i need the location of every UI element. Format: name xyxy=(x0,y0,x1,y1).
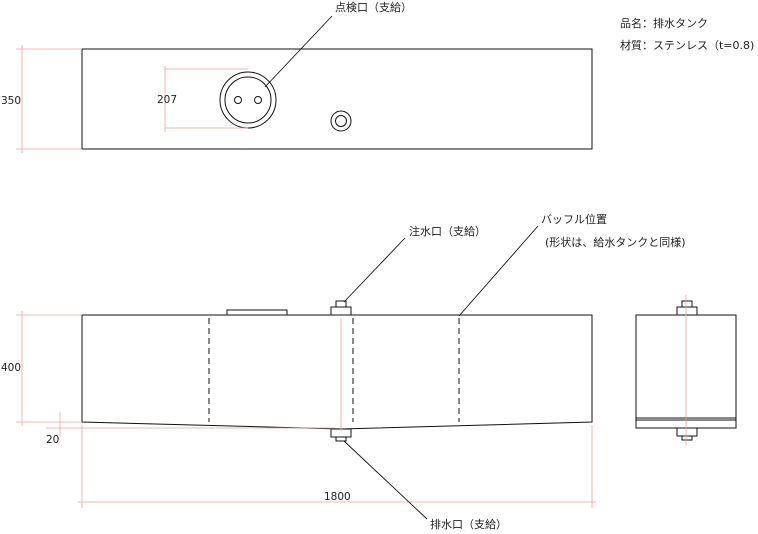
dim-side-height-label: 400 xyxy=(1,362,21,374)
inspection-port-inner xyxy=(224,76,272,124)
side-inlet-flange xyxy=(676,306,698,316)
dim-side-height: 400 xyxy=(1,311,82,426)
drain-port-label: 排水口（支給） xyxy=(430,517,507,531)
dim-top-depth: 350 xyxy=(1,45,82,153)
inspection-port-leader xyxy=(264,15,333,88)
material-text: 材質：ステンレス（t=0.8) xyxy=(620,38,754,52)
inspection-port-label: 点検口（支給） xyxy=(335,0,412,14)
inlet-nozzle-cap xyxy=(335,300,347,308)
front-view xyxy=(81,300,593,442)
inlet-port-leader xyxy=(343,237,406,303)
dim-top-depth-label: 350 xyxy=(1,95,21,107)
side-inlet-cap xyxy=(681,300,693,308)
dim-overall-length: 1800 xyxy=(78,425,596,508)
drain-nozzle-cap xyxy=(335,436,347,442)
drain-port-leader xyxy=(343,440,428,520)
baffle-leader xyxy=(458,225,539,317)
product-name-text: 品名：排水タンク xyxy=(620,16,708,30)
front-view-outline xyxy=(81,314,593,430)
inspection-port-outer xyxy=(219,71,277,129)
baffle-note-label: (形状は、給水タンクと同様) xyxy=(545,235,686,249)
inlet-port-label: 注水口（支給） xyxy=(409,224,486,238)
side-drain-flange xyxy=(676,427,698,437)
dim-slope-drop-label: 20 xyxy=(46,434,59,446)
inspection-port-hole-left xyxy=(234,96,242,104)
side-view xyxy=(635,295,737,445)
inspection-port-hole-right xyxy=(254,96,262,104)
dim-overall-length-label: 1800 xyxy=(324,491,351,503)
inlet-nozzle-flange xyxy=(330,306,352,316)
top-view-outline xyxy=(81,48,593,150)
small-port-inner xyxy=(335,115,347,127)
inspection-lid xyxy=(226,309,288,315)
small-port-outer xyxy=(330,110,352,132)
dim-port-offset: 207 xyxy=(157,66,248,132)
dim-port-offset-label: 207 xyxy=(157,94,177,106)
baffle-position-label: バッフル位置 xyxy=(541,212,607,226)
dim-slope-drop: 20 xyxy=(46,412,335,446)
side-drain-cap xyxy=(681,435,693,441)
